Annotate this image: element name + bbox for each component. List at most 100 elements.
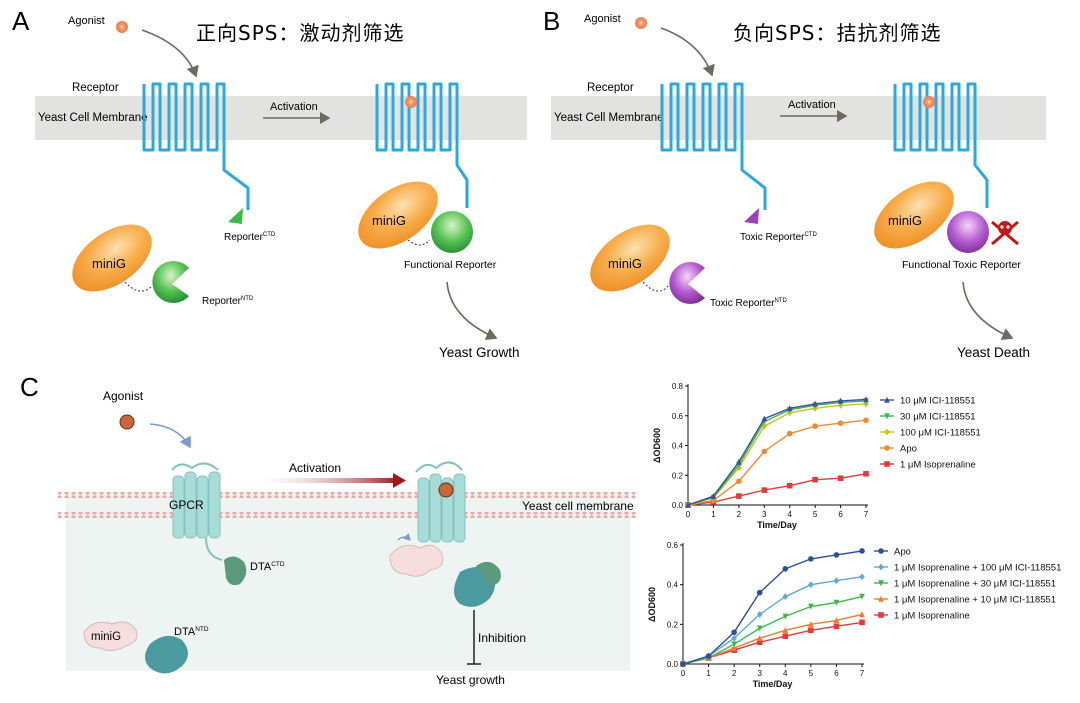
data-point — [756, 589, 763, 596]
membrane-dots-bottom — [58, 512, 638, 518]
panel-b-letter: B — [543, 6, 560, 36]
agonist-label-b: Agonist — [584, 13, 621, 25]
series-line — [682, 576, 863, 665]
toxic-ntd-shape — [669, 262, 705, 304]
inhibition-label: Inhibition — [478, 631, 526, 645]
data-point — [808, 603, 814, 610]
series-line — [687, 473, 867, 506]
reporter-ctd-label: ReporterCTD — [224, 232, 276, 243]
series-line — [687, 398, 867, 506]
functional-toxic-label: Functional Toxic Reporter — [902, 259, 1021, 271]
data-point — [731, 641, 737, 648]
data-point — [782, 566, 789, 572]
toxic-ctd-label: Toxic ReporterCTD — [740, 232, 817, 243]
data-point — [808, 556, 814, 562]
x-tick-label: 0 — [681, 669, 686, 678]
outcome-label-c: Yeast growth — [436, 673, 505, 687]
data-point — [859, 573, 865, 581]
activation-arrowhead-c — [393, 473, 406, 488]
data-point — [731, 629, 737, 636]
minig-active-label: miniG — [372, 213, 406, 228]
data-point — [863, 470, 869, 477]
minig-label-b: miniG — [608, 256, 642, 271]
series-line — [682, 550, 863, 665]
membrane-dots-top — [58, 492, 638, 498]
legend-marker — [884, 413, 890, 420]
data-point — [808, 627, 814, 634]
agonist-molecule — [116, 21, 128, 33]
series-line — [687, 419, 867, 506]
x-tick-label: 6 — [834, 669, 839, 678]
legend-label: 1 μM Isoprenaline + 30 μM ICI-118551 — [894, 579, 1056, 590]
data-point — [731, 634, 737, 642]
minig-active-shape — [389, 544, 444, 577]
x-tick-label: 2 — [732, 669, 737, 678]
receptor-helices-b — [660, 82, 767, 210]
data-point — [859, 548, 865, 554]
data-point — [859, 611, 865, 618]
receptor-label-b: Receptor — [587, 82, 634, 94]
membrane-band-b — [551, 96, 1046, 140]
outcome-arrow — [446, 281, 498, 341]
receptor-label: Receptor — [72, 82, 119, 94]
data-point — [808, 621, 814, 628]
y-tick-label: 0.4 — [667, 581, 679, 590]
outcome-label: Yeast Growth — [439, 345, 520, 360]
data-point — [859, 619, 865, 626]
agonist-label-c: Agonist — [103, 389, 144, 403]
legend-label: Apo — [894, 547, 911, 558]
panel-b-title: 负向SPS：拮抗剂筛选 — [733, 21, 941, 45]
data-point — [863, 396, 869, 403]
y-axis-label: ΔOD600 — [652, 428, 662, 463]
y-tick-label: 0.0 — [672, 501, 684, 510]
x-tick-label: 0 — [686, 510, 691, 519]
data-point — [756, 625, 763, 632]
data-point — [761, 415, 768, 422]
agonist-label: Agonist — [68, 15, 105, 27]
panel-c-letter: C — [20, 372, 39, 402]
x-tick-label: 7 — [864, 510, 869, 519]
conformational-arrow — [397, 532, 411, 541]
y-tick-label: 0.0 — [667, 660, 679, 669]
receptor-active-helices-b — [893, 82, 989, 208]
data-point — [782, 593, 789, 600]
bound-agonist-b — [923, 96, 935, 108]
legend-marker — [878, 563, 884, 571]
data-point — [710, 492, 717, 499]
legend-marker — [884, 461, 890, 467]
data-point — [786, 430, 793, 437]
data-point — [859, 593, 865, 600]
x-tick-label: 6 — [838, 510, 843, 519]
minig-active-ellipse-b — [874, 181, 954, 249]
membrane-label-c: Yeast cell membrane — [522, 499, 634, 513]
data-point — [731, 644, 737, 651]
x-tick-label: 2 — [737, 510, 742, 519]
panel-a-title: 正向SPS：激动剂筛选 — [196, 21, 404, 45]
x-tick-label: 3 — [757, 669, 762, 678]
legend-label: 100 μM ICI-118551 — [900, 428, 981, 439]
dta-ctd-shape — [224, 556, 247, 586]
y-tick-label: 0.2 — [672, 471, 684, 480]
bound-agonist — [405, 96, 417, 108]
activation-arrow-c — [248, 478, 398, 483]
data-point — [761, 448, 768, 455]
data-point — [786, 482, 793, 489]
reporter-ntd-label: ReporterNTD — [202, 296, 254, 307]
data-point — [837, 397, 844, 404]
outcome-label-b: Yeast Death — [957, 345, 1030, 360]
legend-label: 1 μM Isoprenaline — [894, 611, 970, 622]
data-point — [756, 635, 763, 642]
agonist-molecule-c — [119, 414, 135, 430]
data-point — [833, 552, 840, 558]
x-tick-label: 4 — [783, 669, 788, 678]
x-tick-label: 1 — [706, 669, 711, 678]
dta-ntd-shape — [145, 635, 188, 674]
legend-marker — [878, 548, 884, 554]
functional-reporter-label: Functional Reporter — [404, 259, 497, 271]
x-tick-label: 4 — [787, 510, 792, 519]
legend-label: 1 μM Isoprenaline + 10 μM ICI-118551 — [894, 595, 1056, 606]
data-point — [782, 627, 789, 634]
y-axis-label: ΔOD600 — [647, 587, 657, 622]
